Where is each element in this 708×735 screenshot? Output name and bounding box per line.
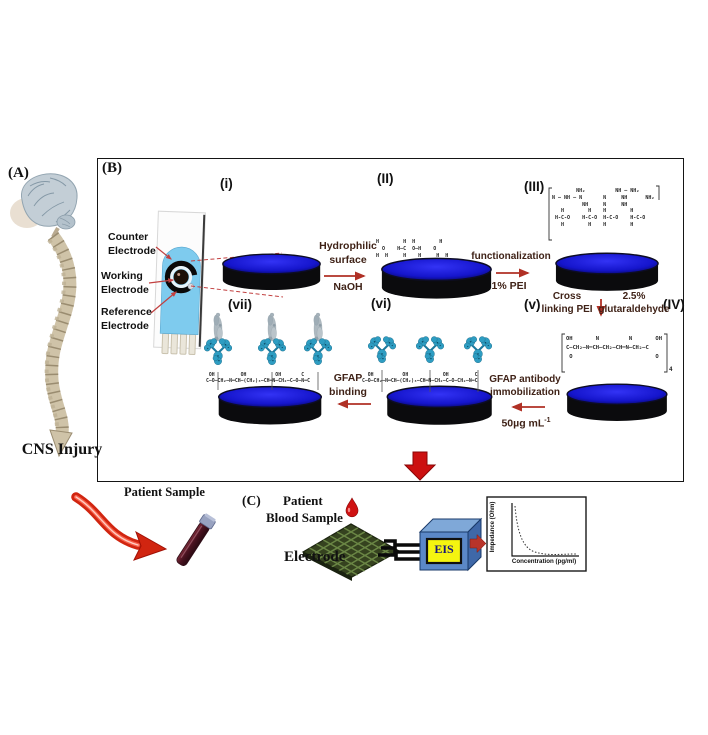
disc-iv <box>566 383 668 422</box>
disc-i <box>222 253 321 291</box>
panel-b-border <box>97 158 684 482</box>
naoh-arrow-label-bottom: NaOH <box>333 281 363 293</box>
chem-linker-vi: OH OH OH C C–O–CH₂–N═CH–(CH₂)₃–CH═N–CH₂–… <box>362 373 478 385</box>
reaction-arrows <box>324 268 606 412</box>
functionalization-label: functionalization <box>471 251 551 262</box>
blood-tube <box>176 513 216 566</box>
immobilization-label: GFAP antibody immobilization <box>489 374 561 398</box>
panel-a-tag: (A) <box>8 165 29 181</box>
antibodies-gfap-step-vii <box>204 312 332 390</box>
step-label-ii: (II) <box>377 171 394 186</box>
cns-injury-caption: CNS Injury <box>21 441 103 458</box>
disc-vii <box>217 385 323 426</box>
step-label-vii: (vii) <box>228 297 253 312</box>
gfap-protein <box>267 312 277 342</box>
concentration-50ug-label: 50µg mL-1 <box>501 417 551 430</box>
brain-illustration <box>10 173 78 238</box>
crosslinking-label: Cross linking PEI <box>541 291 593 315</box>
chem-linker-vii: OH OH OH C C–O–CH₂–N═CH–(CH₂)₃–CH═N–CH₂–… <box>206 373 310 385</box>
patient-sample-label: Patient Sample <box>124 485 205 499</box>
antibodies-step-vi <box>368 336 492 392</box>
chem-structure-pei: NH₂ NH — NH₂ N — NH — N N NH NH₂ NH N NH… <box>552 188 655 228</box>
disc-vi <box>386 385 493 426</box>
gfap-protein <box>313 312 323 342</box>
mesh-electrode <box>301 523 401 581</box>
right-block-arrow <box>469 533 487 554</box>
gfap-protein <box>213 312 223 342</box>
curved-red-arrow <box>71 492 168 561</box>
panel-b-tag: (B) <box>102 160 122 176</box>
gfap-binding-label: GFAP binding <box>329 372 367 398</box>
step-label-i: (i) <box>220 176 233 191</box>
panel-c-tag: (C) <box>242 493 261 508</box>
glutaraldehyde-label: 2.5% glutaraldehyde <box>598 291 670 315</box>
graph-ylabel: Impedance (Ohm) <box>490 501 496 553</box>
electrode-label: Electrode <box>284 549 346 565</box>
calibration-graph <box>486 496 587 572</box>
disc-ii <box>381 257 492 300</box>
step-label-v: (v) <box>524 297 541 312</box>
chem-brackets <box>548 185 668 373</box>
step-label-vi: (vi) <box>371 296 392 311</box>
blood-drop-icon <box>345 497 359 518</box>
chem-structure-glutaraldehyde-subscript: 4 <box>669 366 673 373</box>
patient-blood-label-line2: Blood Sample <box>266 510 343 525</box>
pei-percent-label: 1% PEI <box>491 280 527 292</box>
patient-blood-label-line1: Patient <box>283 493 323 508</box>
naoh-arrow-label-top: Hydrophilic surface <box>319 240 377 266</box>
step-label-iv: (IV) <box>663 297 685 312</box>
eis-label: EIS <box>434 542 454 556</box>
graph-xlabel: Concentration (pg/ml) <box>511 558 577 565</box>
down-block-arrow <box>403 451 437 481</box>
counter-electrode-label: Counter Electrode <box>108 231 156 257</box>
working-electrode-label: Working Electrode <box>101 270 149 296</box>
spine-illustration <box>44 232 77 458</box>
eis-box <box>418 517 483 572</box>
disc-iii <box>555 252 659 292</box>
step-label-iii: (III) <box>524 179 545 194</box>
screen-printed-electrode <box>153 210 206 356</box>
chem-structure-hydroxyl: H H H H O H–C O–H O H H H H H H <box>376 239 449 259</box>
chem-structure-glutaraldehyde: OH N N OH C–CH₂–N═CH–CH₂–CH═N–CH₂–C O O <box>566 336 663 360</box>
reference-electrode-label: Reference Electrode <box>101 306 152 332</box>
eis-wires <box>378 539 424 561</box>
